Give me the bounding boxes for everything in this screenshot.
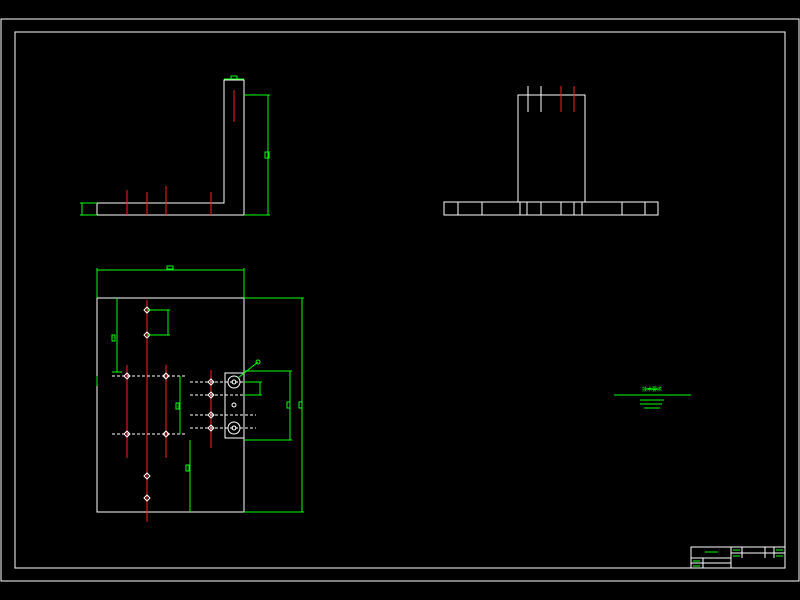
side-view bbox=[443, 86, 659, 216]
outer-frame bbox=[0, 18, 800, 582]
title-block bbox=[690, 546, 786, 569]
front-view bbox=[80, 75, 270, 216]
technical-notes: 技术要求 bbox=[614, 386, 691, 409]
inner-frame bbox=[14, 31, 786, 569]
front-view-outline bbox=[96, 79, 245, 216]
top-view-upright bbox=[224, 372, 245, 439]
top-view bbox=[96, 265, 304, 522]
top-view-outline bbox=[96, 297, 245, 513]
side-view-base bbox=[443, 201, 659, 216]
